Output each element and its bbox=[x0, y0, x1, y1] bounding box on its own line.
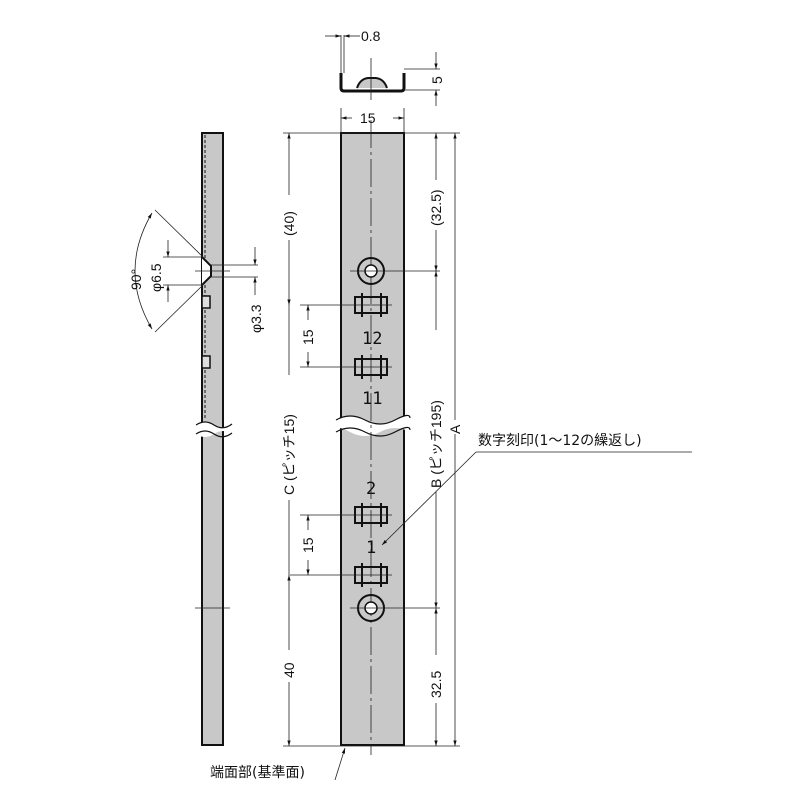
stamp-number: 2 bbox=[366, 479, 376, 499]
bottom-offset-c: 40 bbox=[281, 662, 297, 678]
angle-dimension: 90° bbox=[128, 269, 144, 290]
hole-diameter: φ3.3 bbox=[248, 304, 264, 333]
width-dimension: 15 bbox=[360, 110, 376, 126]
stamp-note: 数字刻印(1〜12の繰返し) bbox=[478, 433, 642, 449]
pitch-c: C (ピッチ15) bbox=[281, 414, 297, 495]
stamp-number: 11 bbox=[362, 389, 382, 409]
outer-diameter: φ6.5 bbox=[148, 263, 164, 292]
stamp-number: 12 bbox=[362, 329, 382, 349]
thickness-dimension: 0.8 bbox=[361, 28, 381, 44]
mounting-hole-top bbox=[350, 257, 440, 285]
reference-face-note: 端面部(基準面) bbox=[210, 764, 305, 781]
height-dimension: 5 bbox=[429, 76, 445, 84]
reference-face-callout: 端面部(基準面) bbox=[210, 747, 346, 781]
stamp-callout: 数字刻印(1〜12の繰返し) bbox=[381, 433, 692, 546]
pitch-b: B (ピッチ195) bbox=[428, 400, 444, 488]
top-offset-b: (32.5) bbox=[428, 189, 444, 226]
slot-3 bbox=[300, 503, 392, 527]
section-view: 0.8 5 bbox=[325, 28, 445, 106]
mounting-hole-bottom bbox=[350, 594, 440, 622]
front-view: 12 11 2 1 bbox=[290, 120, 440, 755]
slot-pitch-upper: 15 bbox=[300, 329, 316, 345]
slot-2 bbox=[300, 355, 392, 379]
top-offset-c: (40) bbox=[281, 211, 297, 236]
front-dimensions: 15 (40) C (ピッチ15) 40 15 15 (32.5) B (ピッチ… bbox=[281, 108, 463, 747]
slot-1 bbox=[300, 293, 392, 317]
slot-4 bbox=[290, 563, 392, 587]
slot-pitch-lower: 15 bbox=[300, 537, 316, 553]
overall-length: A bbox=[447, 424, 463, 434]
stamp-number: 1 bbox=[366, 538, 376, 558]
side-view: 90° φ6.5 φ3.3 bbox=[128, 132, 264, 746]
bottom-offset-b: 32.5 bbox=[428, 671, 444, 698]
